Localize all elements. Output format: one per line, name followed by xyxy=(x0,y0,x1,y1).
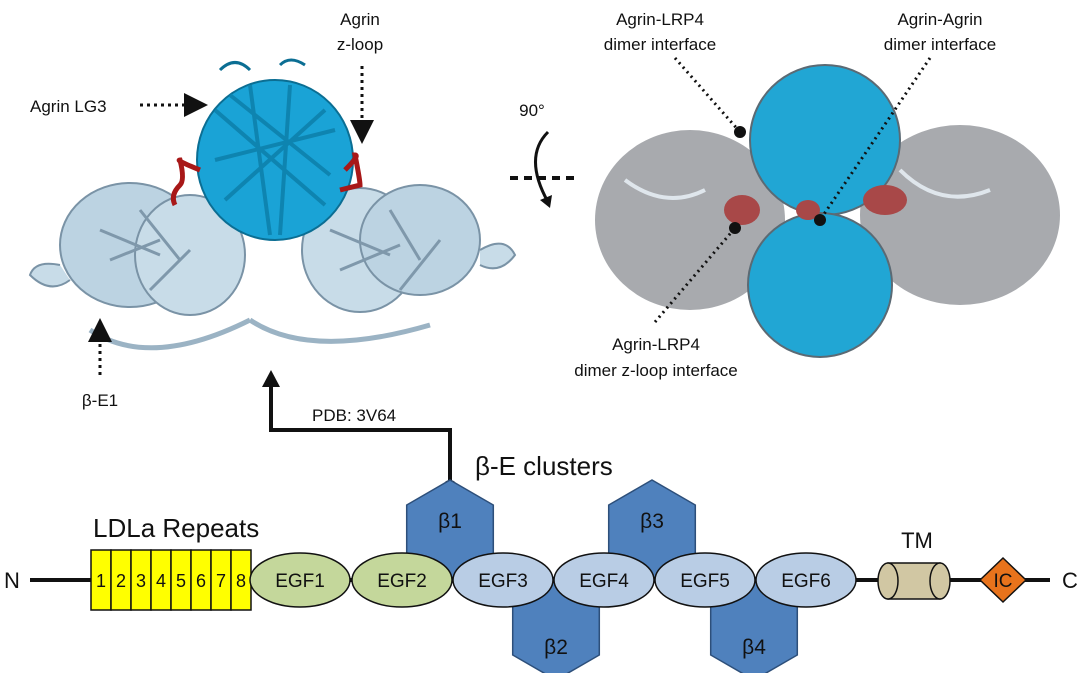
ldla-repeat-number: 2 xyxy=(116,571,126,591)
lrp4-dimer-dot xyxy=(734,126,746,138)
agrin-agrin-pointer xyxy=(818,57,932,221)
ldla-repeat-number: 5 xyxy=(176,571,186,591)
lrp4-dimer-label-line2: dimer interface xyxy=(604,35,716,54)
egf-domain-label: EGF4 xyxy=(579,571,629,592)
ic-domain-diamond xyxy=(978,556,1028,604)
surface-red-center xyxy=(796,200,820,220)
surface-red-left xyxy=(724,195,760,225)
beta-hexagon-label: β4 xyxy=(742,636,766,659)
beta-hexagon-label: β2 xyxy=(544,636,568,659)
ldla-repeat-number: 3 xyxy=(136,571,146,591)
surface-red-right xyxy=(863,185,907,215)
rotation-label: 90° xyxy=(519,101,545,120)
zloop-iface-label-line2: dimer z-loop interface xyxy=(574,361,737,380)
ldla-repeat-number: 1 xyxy=(96,571,106,591)
ldla-repeat-number: 8 xyxy=(236,571,246,591)
egf-domain-label: EGF5 xyxy=(680,571,730,592)
beta-clusters-label: β-E clusters xyxy=(475,451,613,481)
surface-structure-illustration xyxy=(595,64,1060,358)
lrp4-dimer-label-line1: Agrin-LRP4 xyxy=(616,10,704,29)
zloop-iface-pointer xyxy=(653,227,737,323)
beta-e1-label: β-E1 xyxy=(82,391,118,410)
agrin-agrin-label-line1: Agrin-Agrin xyxy=(897,10,982,29)
tm-label: TM xyxy=(901,528,933,553)
agrin-z-loop-left xyxy=(170,157,201,207)
agrin-agrin-label-line2: dimer interface xyxy=(884,35,996,54)
agrin-z-loop-label-line1: Agrin xyxy=(340,10,380,29)
c-terminus-label: C xyxy=(1062,568,1078,593)
pdb-connector-line xyxy=(269,385,452,487)
egf-domain-label: EGF1 xyxy=(275,571,325,592)
zloop-iface-dot xyxy=(729,222,741,234)
egf-domain-ellipse xyxy=(249,552,351,608)
egf-domain-label: EGF2 xyxy=(377,571,427,592)
egf-domain-ellipse xyxy=(452,552,554,608)
agrin-z-loop-label-line2: z-loop xyxy=(337,35,383,54)
tm-domain xyxy=(877,562,951,600)
ldla-repeat-number: 4 xyxy=(156,571,166,591)
pdb-connector-arrowhead xyxy=(262,370,280,387)
ribbon-structure-illustration xyxy=(28,58,517,351)
beta-hexagon-label: β3 xyxy=(640,510,664,533)
rotation-arrow-icon xyxy=(534,130,550,203)
agrin-z-loop-right xyxy=(339,152,363,193)
agrin-lg3-ribbon xyxy=(196,58,354,241)
n-terminus-label: N xyxy=(4,568,20,593)
zloop-iface-label-line1: Agrin-LRP4 xyxy=(612,335,700,354)
lrp4-left-propeller xyxy=(28,182,252,351)
ldla-repeat-number: 6 xyxy=(196,571,206,591)
egf-domain-ellipse xyxy=(351,552,453,608)
egf-domain-ellipse xyxy=(553,552,655,608)
lrp4-dimer-pointer xyxy=(673,57,742,133)
ldla-repeat-number: 7 xyxy=(216,571,226,591)
egf-domain-ellipse xyxy=(755,552,857,608)
agrin-agrin-dot xyxy=(814,214,826,226)
agrin-lg3-label: Agrin LG3 xyxy=(30,97,107,116)
egf-domain-ellipse xyxy=(654,552,756,608)
rotation-arrowhead xyxy=(540,195,552,208)
beta-hexagon-label: β1 xyxy=(438,510,462,533)
ic-label: IC xyxy=(994,571,1013,592)
egf-domain-label: EGF6 xyxy=(781,571,831,592)
lrp4-right-propeller xyxy=(248,184,517,344)
egf-domain-group: EGF1 EGF2 EGF3 EGF4 EGF5 EGF6 xyxy=(249,552,857,608)
ldla-repeats-label: LDLa Repeats xyxy=(93,513,259,543)
pdb-label: PDB: 3V64 xyxy=(312,406,396,425)
egf-domain-label: EGF3 xyxy=(478,571,528,592)
